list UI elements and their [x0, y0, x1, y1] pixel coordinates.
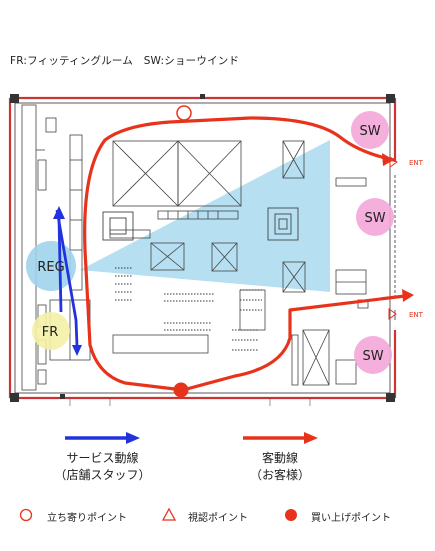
service-flow-up [57, 217, 63, 313]
stop-point-icon [19, 508, 33, 522]
sw-circle-bottom [354, 336, 392, 374]
entrance-marker-top [389, 156, 398, 168]
service-flow-up-arrowhead [53, 206, 65, 219]
columns [10, 94, 395, 402]
customer-flow-legend: 客動線 （お客様） [225, 450, 335, 484]
view-point-label: 視認ポイント [188, 513, 248, 524]
customer-legend-arrowhead [304, 432, 318, 444]
customer-flow-legend-title: 客動線 [261, 451, 298, 465]
buy-point-icon [285, 509, 297, 521]
sw-label-middle: SW [364, 211, 385, 226]
header-note: FR:フィッティングルーム SW:ショーウインド [10, 55, 240, 67]
display-tables [102, 207, 299, 241]
service-flow-down-arrowhead [72, 345, 82, 356]
service-flow-legend-subtitle: （店舗スタッフ） [54, 468, 151, 482]
entrance-label-top: ENT [409, 159, 424, 167]
entrance-marker-bottom [388, 308, 397, 320]
buy-point-label: 買い上げポイント [311, 513, 391, 524]
purchase-point-marker [173, 382, 189, 398]
customer-flow-entry-arrowhead [402, 289, 414, 302]
sw-label-bottom: SW [362, 349, 383, 364]
view-point-icon [161, 507, 177, 521]
sw-circle-top [351, 111, 389, 149]
sw-label-top: SW [359, 124, 380, 139]
right-fixtures [291, 177, 369, 386]
sightline-area [80, 140, 330, 292]
service-flow-legend-title: サービス動線 [66, 451, 139, 465]
service-legend-arrowhead [126, 432, 140, 444]
customer-flow-entry-path [181, 294, 407, 392]
customer-flow-arrowhead [382, 153, 394, 166]
stop-point-marker [176, 105, 192, 121]
reg-label: REG [37, 260, 64, 275]
sw-circle-middle [356, 198, 394, 236]
wall-ticks [69, 398, 311, 406]
entrance-label-bottom: ENT [409, 311, 424, 319]
hanging-racks [115, 267, 262, 351]
customer-flow-path [83, 116, 396, 392]
service-flow-legend: サービス動線 （店舗スタッフ） [45, 450, 160, 484]
stop-point-label: 立ち寄りポイント [47, 513, 127, 524]
fr-label: FR [42, 325, 59, 340]
fr-circle [32, 312, 70, 350]
service-flow-down [55, 209, 79, 347]
customer-flow-legend-subtitle: （お客様） [249, 468, 310, 482]
center-fixtures [109, 140, 330, 386]
